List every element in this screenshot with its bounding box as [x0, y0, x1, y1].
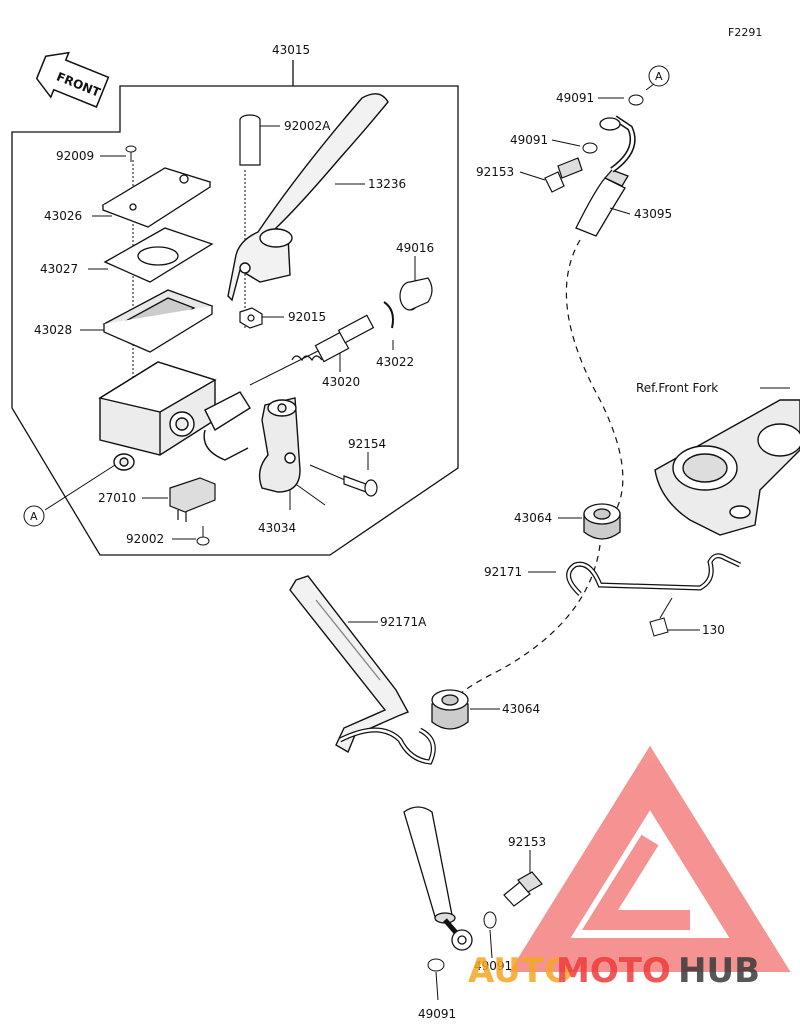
svg-text:A: A: [30, 510, 38, 523]
brake-line-dashed: [454, 239, 624, 701]
piston-43020: [291, 314, 375, 363]
pivot-bolt-92002A: [239, 114, 261, 166]
banjo-bolt-92153-upper: [544, 157, 583, 193]
grommet-43064-a: [583, 503, 621, 540]
bracket-92171A: [289, 575, 409, 754]
label-92153-b: 92153: [508, 835, 546, 849]
reservoir-cap-43026: [101, 167, 212, 228]
label-92171: 92171: [484, 565, 522, 579]
boot-49016: [399, 277, 433, 311]
label-92002A: 92002A: [284, 119, 331, 133]
label-13236: 13236: [368, 177, 406, 191]
figure-code: F2291: [728, 26, 762, 39]
clamp-43034: [258, 397, 301, 493]
label-27010: 27010: [98, 491, 136, 505]
label-43020: 43020: [322, 375, 360, 389]
diaphragm-43028: [102, 289, 214, 353]
lever-13236: [227, 93, 389, 302]
screw-92009: [125, 145, 137, 162]
bolt-92154: [343, 475, 378, 497]
leader-lines-group: [44, 125, 416, 540]
label-43027: 43027: [40, 262, 78, 276]
diaphragm-plate-43027: [103, 227, 214, 283]
connector-a-right: A: [648, 65, 670, 87]
connector-a-left: A: [23, 505, 45, 527]
group-frame: [11, 60, 459, 556]
label-43064-a: 43064: [514, 511, 552, 525]
master-cylinder-body: [98, 361, 251, 471]
switch-27010: [169, 477, 216, 522]
hose-lower: [403, 806, 473, 951]
label-49016: 49016: [396, 241, 434, 255]
label-49091-c: 49091: [474, 959, 512, 973]
label-43028: 43028: [34, 323, 72, 337]
label-43095: 43095: [634, 207, 672, 221]
label-43015: 43015: [272, 43, 310, 57]
screw-92002: [196, 526, 210, 546]
label-92015: 92015: [288, 310, 326, 324]
label-49091-b: 49091: [510, 133, 548, 147]
label-43026: 43026: [44, 209, 82, 223]
label-43034: 43034: [258, 521, 296, 535]
label-49091-d: 49091: [418, 1007, 456, 1021]
label-92002: 92002: [126, 532, 164, 546]
grommet-43064-b: [431, 689, 469, 730]
front-arrow-icon: FRONT: [35, 51, 110, 108]
label-43064-b: 43064: [502, 702, 540, 716]
nut-92015: [239, 307, 263, 329]
watermark-hub: HUB: [678, 951, 760, 991]
watermark-moto: MOTO: [556, 951, 671, 991]
hose-43095: [575, 115, 636, 237]
label-92154: 92154: [348, 437, 386, 451]
label-92171A: 92171A: [380, 615, 427, 629]
washers-49091-upper: [582, 94, 644, 154]
label-ref-front-fork: Ref.Front Fork: [636, 381, 718, 395]
label-43022: 43022: [376, 355, 414, 369]
front-fork-bracket: [654, 399, 800, 536]
watermark-auto: AUTO: [468, 951, 573, 991]
svg-text:A: A: [655, 70, 663, 83]
leader-lines-right: [348, 83, 700, 1001]
circlip-43022: [383, 301, 394, 329]
label-92153-a: 92153: [476, 165, 514, 179]
label-92009: 92009: [56, 149, 94, 163]
watermark-logo: [509, 745, 791, 972]
bolt-130: [649, 597, 673, 637]
label-49091-a: 49091: [556, 91, 594, 105]
washers-49091-lower: [427, 911, 497, 972]
watermark-text: AUTO MOTO HUB: [468, 951, 760, 991]
banjo-bolt-92153-lower: [503, 871, 543, 907]
label-130: 130: [702, 623, 725, 637]
